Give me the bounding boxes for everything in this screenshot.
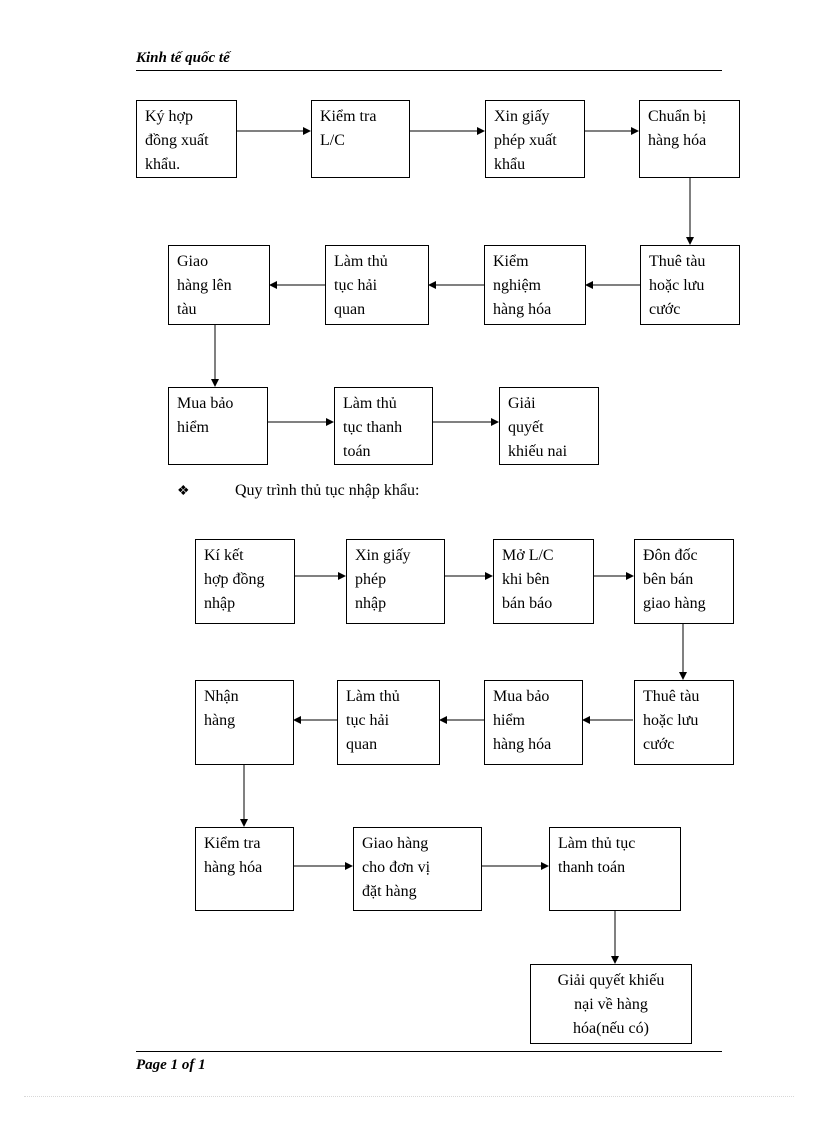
import-step-sign-contract: Kí kết hợp đồng nhập [195, 539, 295, 624]
import-step-urge-seller: Đôn đốc bên bán giao hàng [634, 539, 734, 624]
footer-rule [136, 1051, 722, 1052]
import-step-resolve-claims: Giải quyết khiếu nại về hàng hóa(nếu có) [530, 964, 692, 1044]
export-step-resolve-claims: Giải quyết khiếu nai [499, 387, 599, 465]
export-step-sign-contract: Ký hợp đồng xuất khẩu. [136, 100, 237, 178]
page-edge-dotted-line [24, 1096, 794, 1097]
bullet-icon: ❖ [177, 484, 190, 499]
import-step-import-permit: Xin giấy phép nhập [346, 539, 445, 624]
header-rule [136, 70, 722, 71]
page-number: Page 1 of 1 [136, 1057, 206, 1073]
import-step-customs: Làm thủ tục hải quan [337, 680, 440, 765]
import-step-inspect-goods: Kiểm tra hàng hóa [195, 827, 294, 911]
import-section-title: Quy trình thủ tục nhập khẩu: [235, 482, 420, 499]
import-step-receive-goods: Nhận hàng [195, 680, 294, 765]
import-step-payment: Làm thủ tục thanh toán [549, 827, 681, 911]
export-step-buy-insurance: Mua bảo hiểm [168, 387, 268, 465]
export-step-payment: Làm thủ tục thanh toán [334, 387, 433, 465]
export-step-customs: Làm thủ tục hải quan [325, 245, 429, 325]
export-step-export-permit: Xin giấy phép xuất khẩu [485, 100, 585, 178]
import-step-deliver-to-buyer: Giao hàng cho đơn vị đặt hàng [353, 827, 482, 911]
import-step-charter-ship: Thuê tàu hoặc lưu cước [634, 680, 734, 765]
running-header-title: Kinh tế quốc tế [136, 50, 230, 66]
export-step-inspect-goods: Kiểm nghiệm hàng hóa [484, 245, 586, 325]
import-step-open-lc: Mở L/C khi bên bán báo [493, 539, 594, 624]
export-step-check-lc: Kiểm tra L/C [311, 100, 410, 178]
export-step-charter-ship: Thuê tàu hoặc lưu cước [640, 245, 740, 325]
export-step-load-ship: Giao hàng lên tàu [168, 245, 270, 325]
import-step-buy-insurance: Mua bảo hiểm hàng hóa [484, 680, 583, 765]
export-step-prepare-goods: Chuẩn bị hàng hóa [639, 100, 740, 178]
